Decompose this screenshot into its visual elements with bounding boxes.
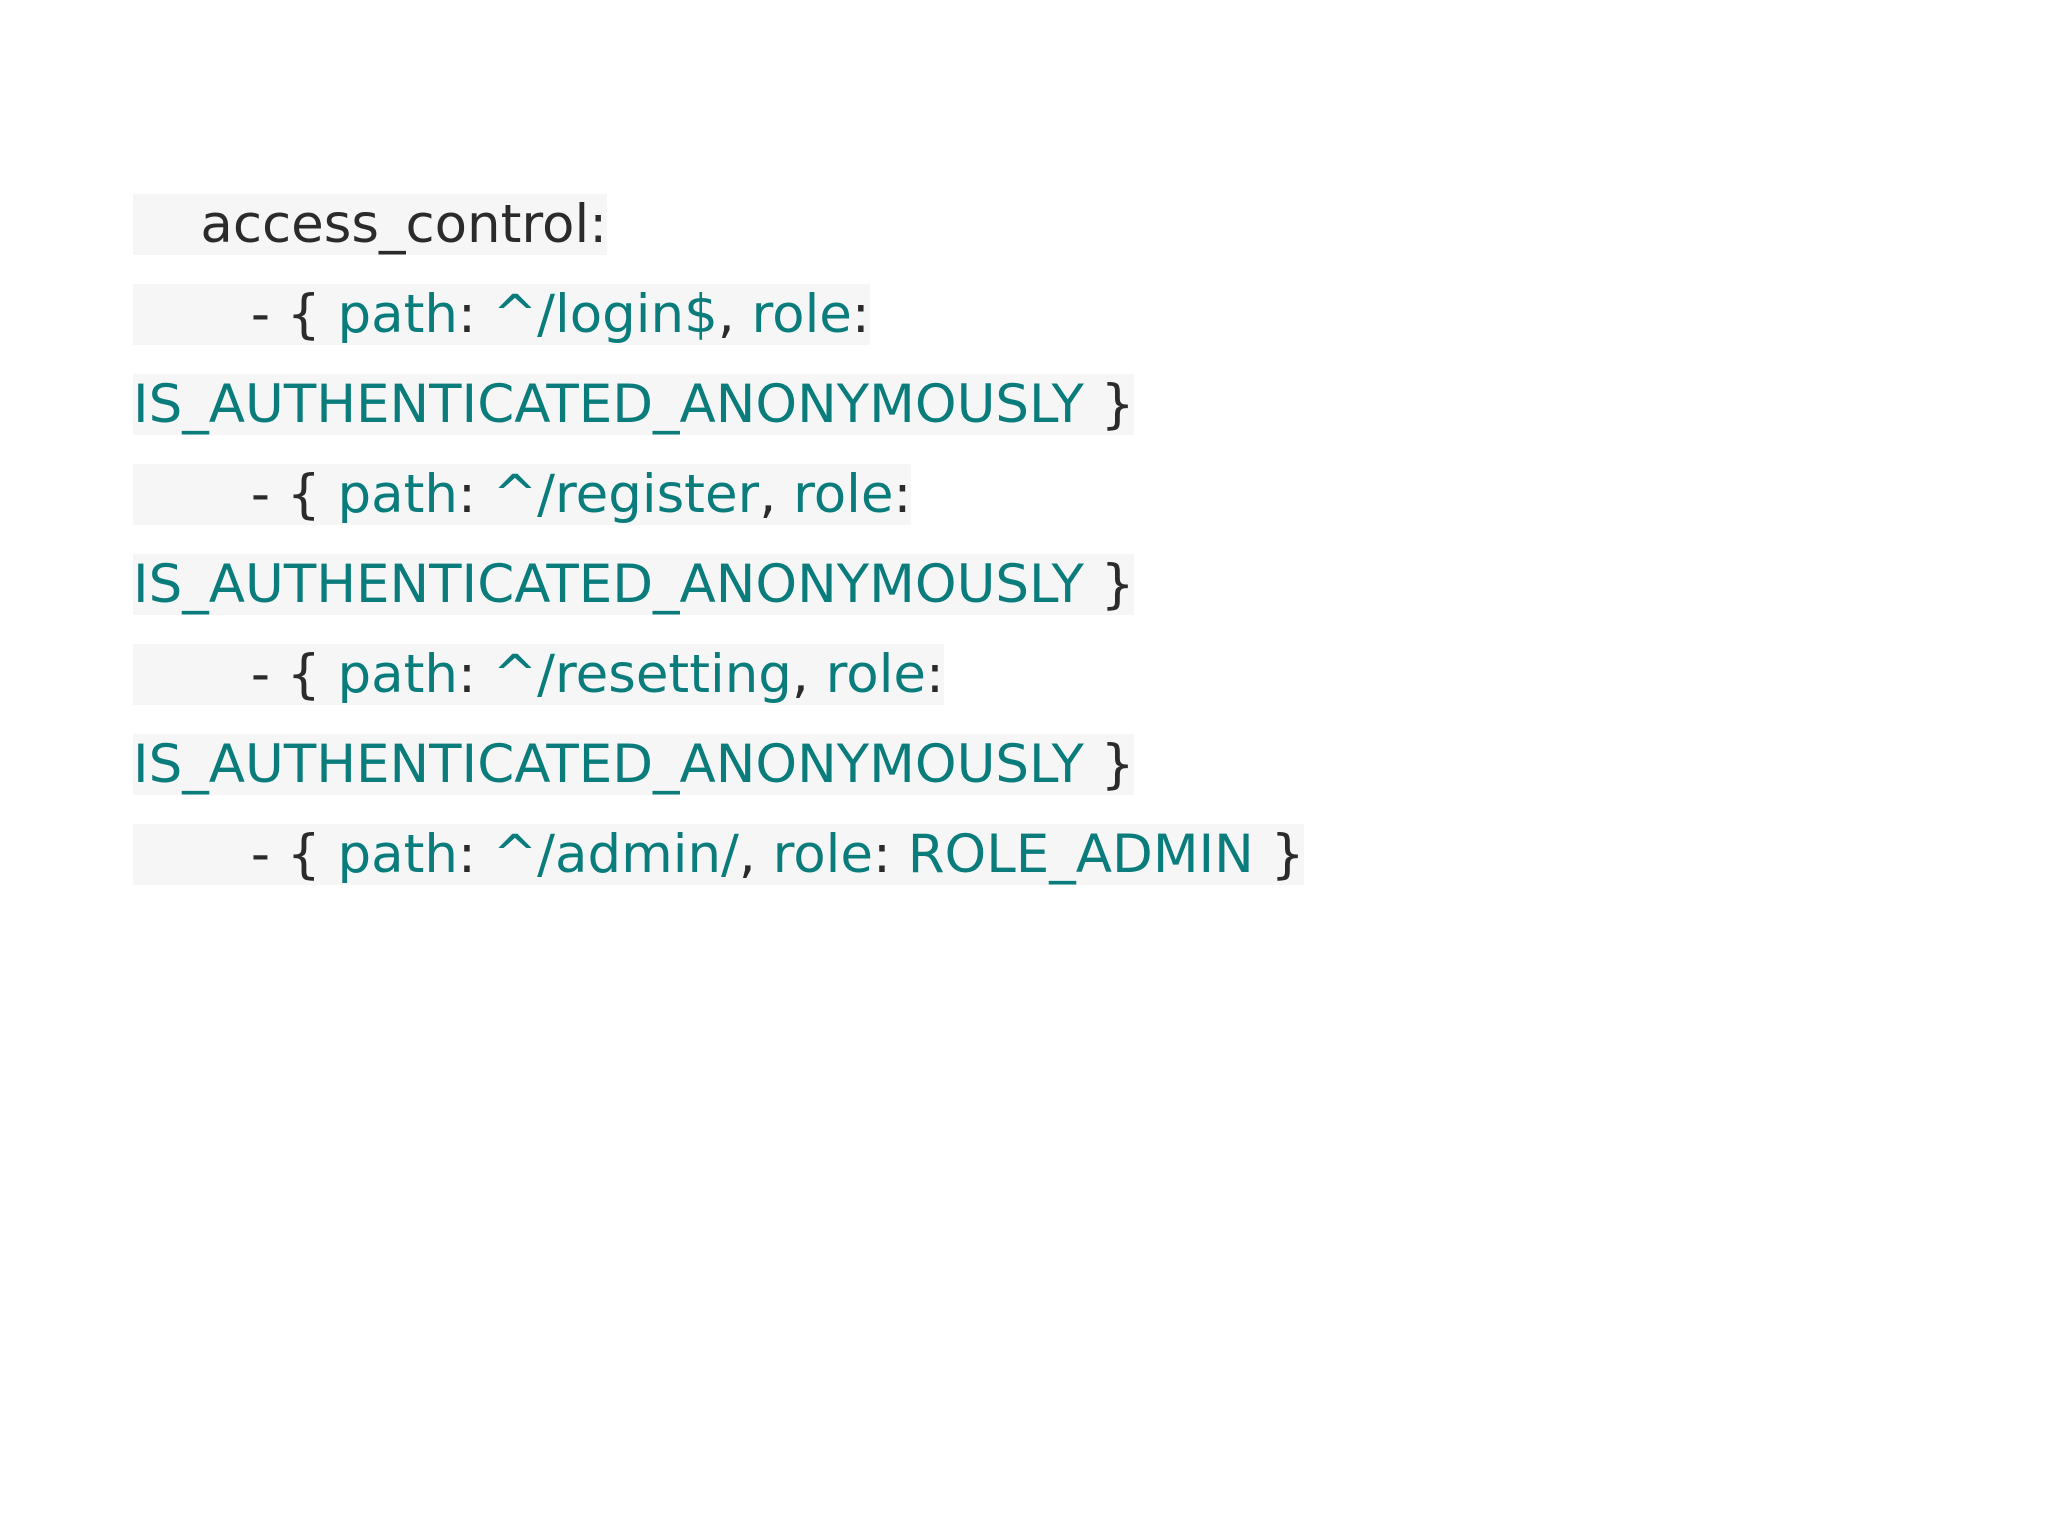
code-token-kw: ROLE_ADMIN <box>907 824 1254 885</box>
code-token-punct: : <box>926 644 944 705</box>
code-token-kw: path <box>337 464 458 525</box>
code-token-punct: : <box>457 284 493 345</box>
code-token-punct: : <box>851 284 870 345</box>
code-token-punct: : <box>872 824 908 885</box>
code-token-kw: role <box>751 284 852 345</box>
code-token-kw: IS_AUTHENTICATED_ANONYMOUSLY <box>133 374 1084 435</box>
code-line: - { path: ^/admin/, role: ROLE_ADMIN } <box>133 810 1633 900</box>
code-token-punct: , <box>717 284 752 345</box>
code-token-kw: role <box>793 464 894 525</box>
code-token-punct: - { <box>133 824 338 885</box>
code-token-kw: ^/register <box>492 464 760 525</box>
code-token-punct: , <box>759 464 794 525</box>
code-token-punct: - { <box>133 464 338 525</box>
code-token-punct: - { <box>133 284 338 345</box>
code-token-punct: } <box>1083 554 1135 615</box>
code-token-plain: access_control: <box>133 194 608 255</box>
code-line: access_control: <box>133 180 1633 270</box>
code-token-kw: ^/login$ <box>492 284 718 345</box>
code-token-kw: ^/resetting <box>492 644 792 705</box>
code-line: - { path: ^/register, role: <box>133 450 1633 540</box>
code-token-kw: ^/admin/ <box>492 824 739 885</box>
code-token-punct: } <box>1083 374 1135 435</box>
code-token-punct: - { <box>133 644 338 705</box>
code-token-punct: } <box>1083 734 1135 795</box>
code-line: - { path: ^/resetting, role: <box>133 630 1633 720</box>
code-line: IS_AUTHENTICATED_ANONYMOUSLY } <box>133 720 1633 810</box>
code-token-kw: path <box>337 824 458 885</box>
code-token-punct: : <box>457 824 493 885</box>
code-token-punct: } <box>1253 824 1305 885</box>
code-snippet: access_control: - { path: ^/login$, role… <box>133 180 1633 900</box>
code-token-punct: , <box>791 644 826 705</box>
code-token-kw: path <box>337 644 458 705</box>
code-token-punct: , <box>738 824 773 885</box>
code-token-kw: IS_AUTHENTICATED_ANONYMOUSLY <box>133 554 1084 615</box>
code-line: IS_AUTHENTICATED_ANONYMOUSLY } <box>133 360 1633 450</box>
code-token-kw: role <box>772 824 873 885</box>
code-token-kw: role <box>825 644 927 705</box>
code-token-punct: : <box>893 464 912 525</box>
code-token-punct: : <box>457 464 493 525</box>
code-token-kw: path <box>337 284 458 345</box>
code-line: IS_AUTHENTICATED_ANONYMOUSLY } <box>133 540 1633 630</box>
code-token-punct: : <box>457 644 493 705</box>
code-token-kw: IS_AUTHENTICATED_ANONYMOUSLY <box>133 734 1084 795</box>
code-line: - { path: ^/login$, role: <box>133 270 1633 360</box>
